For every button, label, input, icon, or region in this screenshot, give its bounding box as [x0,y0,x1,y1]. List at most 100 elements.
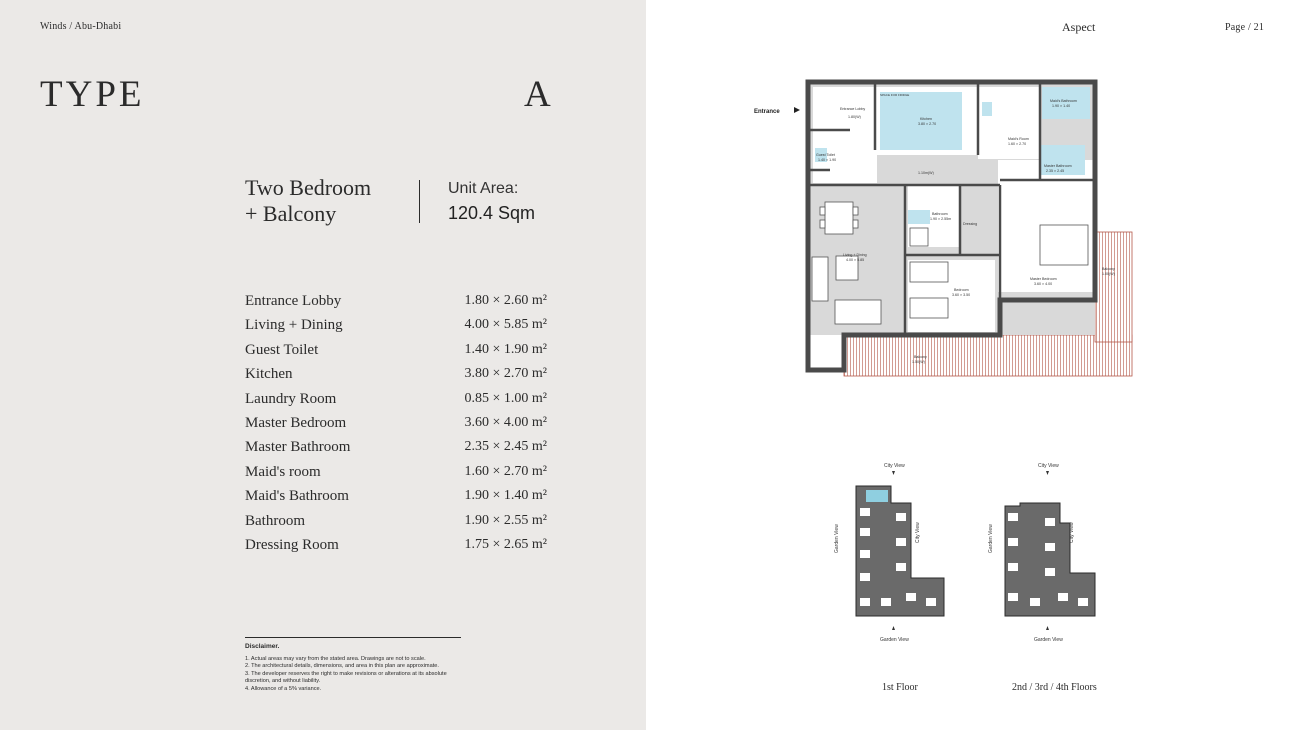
garden-view-side-label: Garden View [834,524,840,553]
disclaimer-rule [245,637,461,638]
list-item: Master Bathroom 2.35 × 2.45 m² [245,437,547,461]
room-size: 1.60 × 2.70 m² [464,463,547,479]
entrance-arrow-icon [794,107,800,113]
room-size: 3.80 × 2.70 m² [464,366,547,382]
room-name: Laundry Room [245,390,337,407]
label: Balcony [1102,267,1115,271]
arrow-up-icon [1046,626,1049,630]
room-size: 0.85 × 1.00 m² [464,390,547,406]
room-size: 2.35 × 2.45 m² [464,439,547,455]
disclaimer-item: 4. Allowance of a 5% variance. [245,685,322,692]
balcony-main [843,334,1133,377]
city-view-side-label: City View [915,522,921,543]
label: Bathroom [932,212,948,216]
room-name: Maid's room [245,463,321,480]
unit-blocks [1008,513,1088,606]
disclaimer-item: 1. Actual areas may vary from the stated… [245,656,426,662]
label: 3.60 × 4.00 [1034,282,1052,286]
pool-shape [866,490,888,502]
list-item: Master Bedroom 3.60 × 4.00 m² [245,413,547,437]
page-number: Page / 21 [1225,22,1265,33]
list-item: Bathroom 1.90 × 2.55 m² [245,511,547,535]
unit-name-line1: Two Bedroom [245,175,372,200]
outer-wall [805,79,1098,373]
type-heading: TYPE [40,74,145,115]
entrance-label: Entrance [754,109,780,115]
list-item: Maid's room 1.60 × 2.70 m² [245,462,547,486]
label: Master Bathroom [1044,164,1072,168]
interior-walls [808,82,1095,335]
guest-toilet-wet-area [815,148,827,162]
balcony-side [1094,231,1133,343]
unit-name: Two Bedroom + Balcony [245,175,371,227]
label: 2.35 × 2.45 [1046,169,1064,173]
brand-label: Winds / Abu-Dhabi [40,21,122,32]
master-bath-wet-area [1040,145,1085,175]
disclaimer-list: 1. Actual areas may vary from the stated… [245,656,485,693]
room-labels: Entrance Lobby 1.80(W) SPACE FOR FRIDGE … [816,93,1115,364]
label: 1.00(W) [1102,272,1115,276]
arrow-down-icon [892,471,895,475]
type-letter: A [524,74,551,115]
list-item: Guest Toilet 1.40 × 1.90 m² [245,340,547,364]
label: Guest Toilet [816,153,835,157]
label: 1.10m(W) [918,171,934,175]
upper-floors-label: 2nd / 3rd / 4th Floors [1012,682,1097,693]
room-size: 1.90 × 1.40 m² [464,488,547,504]
label: 1.60 × 2.70 [1008,142,1026,146]
room-name: Bathroom [245,512,305,529]
label: Maid's Bathroom [1050,99,1077,103]
section-title: Aspect [1062,20,1096,34]
label: 3.80 × 2.70 [918,122,936,126]
label: Living + Dining [843,253,867,257]
label: Dressing [963,222,977,226]
building-outline [855,485,945,617]
room-name: Master Bedroom [245,414,347,431]
room-size: 4.00 × 5.85 m² [464,317,547,333]
room-maids-room [978,87,1040,159]
room-size: 1.75 × 2.65 m² [464,536,547,552]
floor-plan: Entrance Entrance Lobby 1.80(W) SPACE FO… [754,79,1133,377]
kitchen-wet-area [880,92,962,150]
furniture [811,201,1089,325]
room-size: 1.90 × 2.55 m² [464,512,547,528]
room-size: 1.80 × 2.60 m² [464,293,547,308]
disclaimer-item: 3. The developer reserves the right to m… [245,670,447,677]
room-name: Guest Toilet [245,341,319,358]
room-name: Dressing Room [245,536,339,553]
label: Bedroom [954,288,969,292]
label: 3.60 × 3.50 [952,293,970,297]
garden-view-label: Garden View [1034,637,1063,643]
maids-bath-wet-area [1042,87,1090,119]
list-item: Entrance Lobby 1.80 × 2.60 m² [245,291,547,315]
room-name: Master Bathroom [245,439,351,456]
disclaimer-title: Disclaimer. [245,643,280,650]
room-size: 3.60 × 4.00 m² [464,414,547,430]
list-item: Laundry Room 0.85 × 1.00 m² [245,389,547,413]
label: Balcony [914,355,927,359]
arrow-down-icon [1046,471,1049,475]
label: Kitchen [920,117,932,121]
room-entrance-lobby [813,87,877,183]
bath-wet-area [908,210,930,224]
unit-blocks [860,508,936,606]
label: 4.00 × 5.85 [846,258,864,262]
label: 1.80(W) [848,115,861,119]
left-panel: Winds / Abu-Dhabi TYPE A Two Bedroom + B… [0,0,646,730]
keyplan-upper-floors: City View Garden View City View Garden V… [988,463,1096,643]
garden-view-side-label: Garden View [988,524,994,553]
room-name: Entrance Lobby [245,293,342,309]
label: 1.90 × 2.55m [930,217,951,221]
label: 1.90 × 1.40 [1052,104,1070,108]
room-size: 1.40 × 1.90 m² [464,341,547,357]
divider [419,180,420,223]
first-floor-label: 1st Floor [882,682,918,693]
laundry-wet-area [982,102,992,116]
label: SPACE FOR FRIDGE [880,93,909,97]
unit-area-value: 120.4 Sqm [448,203,536,223]
disclaimer-item: discretion, and without liability. [245,678,321,685]
city-view-label: City View [884,463,905,469]
